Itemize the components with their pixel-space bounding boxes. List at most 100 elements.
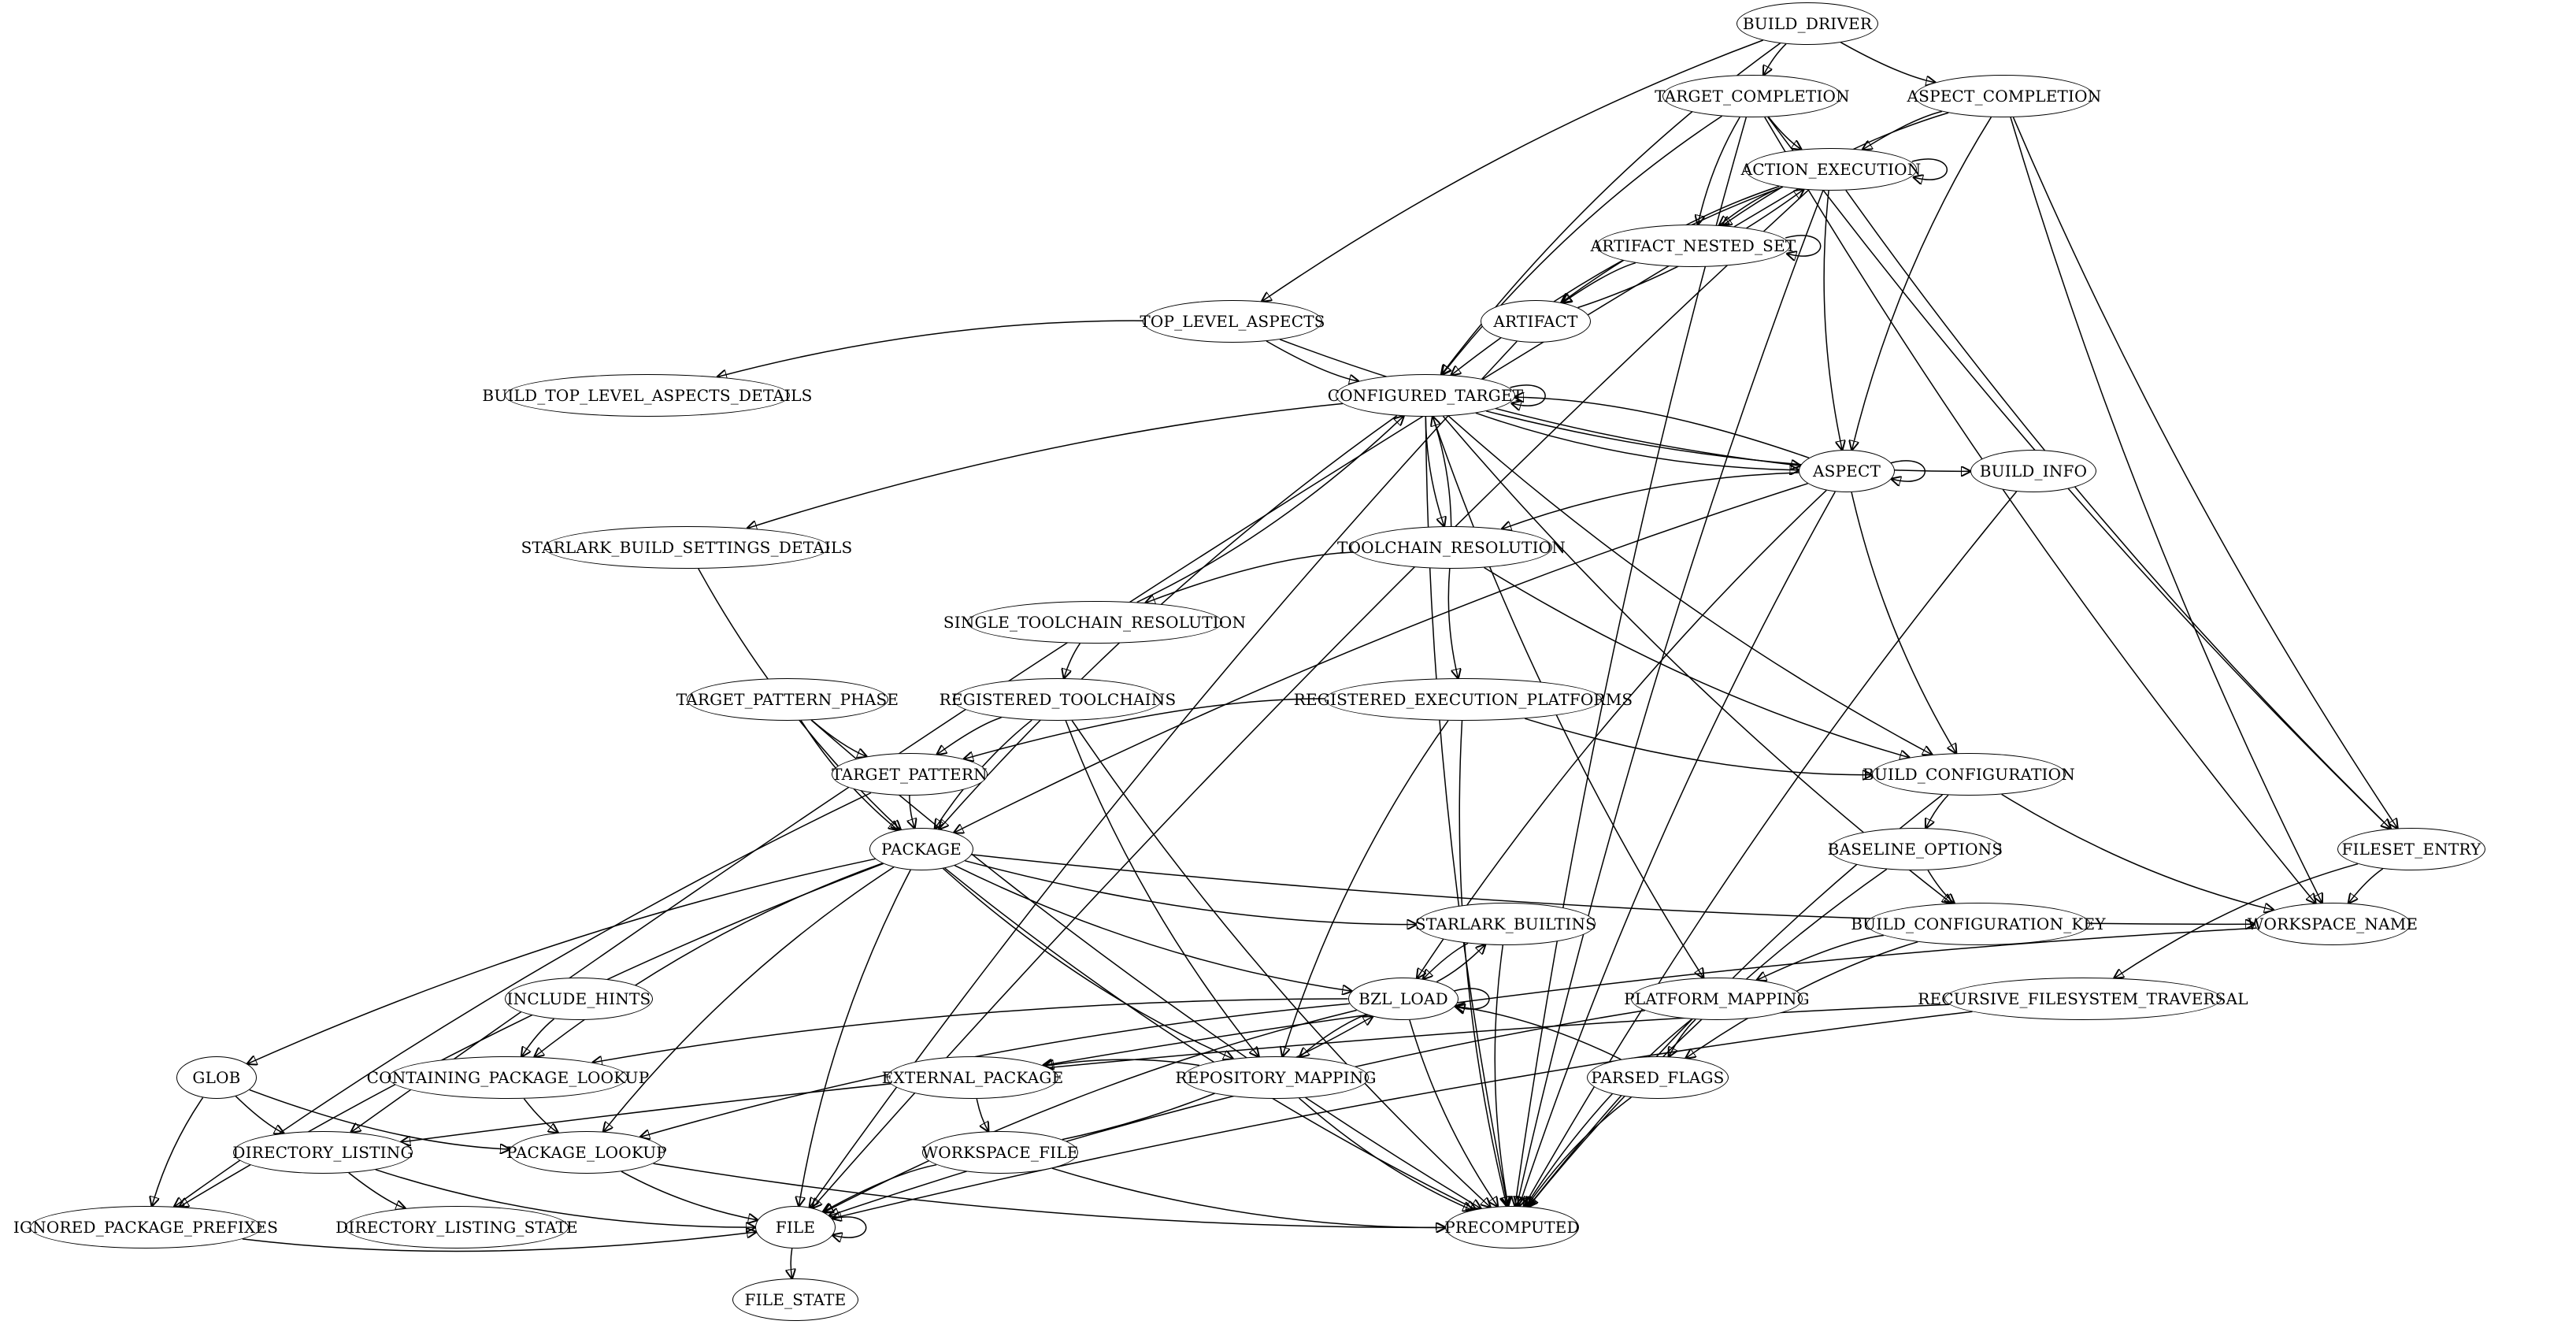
edge-package-to-precomputed	[944, 867, 1476, 1209]
edge-top-level-aspects-to-build-top-level-aspects-details	[717, 320, 1143, 377]
node-include-hints: INCLUDE_HINTS	[504, 978, 654, 1020]
edge-toolchain-resolution-to-single-toolchain-resolution	[1146, 551, 1354, 603]
node-file-state: FILE_STATE	[732, 1278, 858, 1321]
edge-fileset-entry-to-recursive-filesystem-traversal	[2115, 863, 2359, 978]
node-target-pattern: TARGET_PATTERN	[831, 753, 988, 796]
node-platform-mapping: PLATFORM_MAPPING	[1624, 978, 1810, 1020]
edge-starlark-builtins-to-bzl-load	[1423, 942, 1469, 979]
edge-glob-to-ignored-package-prefixes	[152, 1096, 204, 1206]
node-configured-target: CONFIGURED_TARGET	[1328, 374, 1523, 417]
edge-build-driver-to-target-completion	[1763, 43, 1787, 75]
edge-package-to-glob	[247, 858, 876, 1063]
edge-package-to-bzl-load	[954, 865, 1351, 992]
edge-aspect-to-build-configuration	[1851, 492, 1956, 753]
edge-parsed-flags-to-bzl-load	[1455, 1006, 1622, 1060]
edge-package-lookup-to-file	[621, 1171, 758, 1220]
edge-toolchain-resolution-to-configured-target	[1433, 417, 1452, 527]
node-workspace-name: WORKSPACE_NAME	[2248, 903, 2418, 945]
edge-package-to-starlark-builtins	[964, 859, 1416, 925]
edge-external-package-to-workspace-file	[976, 1098, 988, 1131]
edge-target-completion-to-workspace-name	[1764, 117, 2316, 903]
edge-aspect-completion-to-aspect	[1852, 117, 1992, 451]
edge-top-level-aspects-to-aspect	[1280, 339, 1800, 466]
edge-registered-toolchains-to-precomputed	[1071, 720, 1490, 1208]
edge-single-toolchain-resolution-to-registered-toolchains	[1064, 643, 1081, 678]
edge-action-execution-to-aspect	[1823, 190, 1842, 450]
edge-glob-to-package-lookup	[249, 1089, 510, 1149]
edge-recursive-filesystem-traversal-to-file	[832, 1011, 1973, 1219]
node-single-toolchain-resolution: SINGLE_TOOLCHAIN_RESOLUTION	[943, 601, 1246, 644]
edge-build-info-to-precomputed	[1524, 491, 2018, 1206]
edge-package-to-file	[799, 870, 911, 1206]
edge-aspect-to-aspect	[1890, 460, 1926, 481]
node-package-lookup: PACKAGE_LOOKUP	[506, 1131, 667, 1174]
edge-glob-to-directory-listing	[235, 1096, 284, 1133]
node-aspect-completion: ASPECT_COMPLETION	[1907, 75, 2101, 117]
node-build-driver: BUILD_DRIVER	[1736, 2, 1878, 45]
edge-toolchain-resolution-to-build-configuration	[1484, 566, 1910, 758]
node-recursive-filesystem-traversal: RECURSIVE_FILESYSTEM_TRAVERSAL	[1918, 978, 2248, 1020]
edge-containing-package-lookup-to-package-lookup	[523, 1098, 558, 1133]
node-bzl-load: BZL_LOAD	[1347, 978, 1459, 1020]
node-directory-listing-state: DIRECTORY_LISTING_STATE	[335, 1206, 578, 1249]
node-top-level-aspects: TOP_LEVEL_ASPECTS	[1140, 300, 1325, 343]
edge-workspace-file-to-file	[823, 1163, 937, 1212]
edge-package-lookup-to-precomputed	[653, 1163, 1446, 1227]
edge-starlark-builtins-to-precomputed	[1494, 944, 1508, 1206]
node-target-pattern-phase: TARGET_PATTERN_PHASE	[676, 678, 899, 721]
node-build-top-level-aspects-details: BUILD_TOP_LEVEL_ASPECTS_DETAILS	[482, 374, 812, 417]
node-file: FILE	[754, 1206, 836, 1249]
edge-build-driver-to-top-level-aspects	[1262, 39, 1763, 302]
edge-bzl-load-to-containing-package-lookup	[593, 998, 1348, 1063]
edge-build-driver-to-aspect-completion	[1840, 42, 1935, 83]
node-containing-package-lookup: CONTAINING_PACKAGE_LOOKUP	[367, 1056, 649, 1099]
edge-build-configuration-to-workspace-name	[2001, 793, 2274, 910]
edge-action-execution-to-precomputed	[1517, 190, 1824, 1206]
node-aspect: ASPECT	[1799, 450, 1895, 492]
node-action-execution: ACTION_EXECUTION	[1741, 148, 1921, 191]
edge-registered-toolchains-to-target-pattern	[937, 717, 1002, 755]
edge-bzl-load-to-starlark-builtins	[1436, 944, 1485, 983]
node-directory-listing: DIRECTORY_LISTING	[232, 1131, 413, 1174]
node-artifact-nested-set: ARTIFACT_NESTED_SET	[1591, 224, 1796, 267]
edge-configured-target-to-configured-target	[1510, 384, 1546, 406]
edge-target-pattern-to-package	[910, 795, 914, 828]
node-external-package: EXTERNAL_PACKAGE	[882, 1056, 1063, 1099]
edge-registered-execution-platforms-to-repository-mapping	[1282, 720, 1449, 1056]
edge-file-to-file-state	[791, 1248, 792, 1278]
edge-workspace-name-to-external-package	[1043, 927, 2256, 1065]
edge-platform-mapping-to-precomputed	[1525, 1018, 1692, 1207]
edge-fileset-entry-to-workspace-name	[2348, 868, 2384, 903]
node-toolchain-resolution: TOOLCHAIN_RESOLUTION	[1337, 526, 1566, 569]
edge-workspace-file-to-precomputed	[1051, 1167, 1445, 1227]
edge-directory-listing-to-directory-listing-state	[348, 1172, 406, 1208]
edge-target-completion-to-artifact-nested-set	[1698, 117, 1740, 224]
node-starlark-build-settings-details: STARLARK_BUILD_SETTINGS_DETAILS	[521, 526, 852, 569]
edge-aspect-to-bzl-load	[1417, 489, 1827, 978]
node-artifact: ARTIFACT	[1480, 300, 1592, 343]
edge-artifact-nested-set-to-artifact-nested-set	[1785, 235, 1822, 256]
edge-aspect-to-precomputed	[1519, 491, 1836, 1206]
edge-package-to-containing-package-lookup	[535, 863, 883, 1057]
node-fileset-entry: FILESET_ENTRY	[2337, 828, 2486, 870]
node-target-completion: TARGET_COMPLETION	[1655, 75, 1850, 117]
edge-build-configuration-key-to-platform-mapping	[1757, 934, 1884, 981]
edge-file-to-file	[831, 1216, 867, 1237]
edge-platform-mapping-to-file	[829, 1009, 1645, 1216]
edge-aspect-to-configured-target	[1514, 397, 1810, 459]
edge-target-pattern-phase-to-target-pattern	[811, 719, 867, 756]
edge-configured-target-to-build-configuration	[1447, 415, 1932, 755]
node-glob: GLOB	[176, 1056, 258, 1099]
edge-directory-listing-to-file	[375, 1169, 755, 1227]
node-precomputed: PRECOMPUTED	[1444, 1206, 1580, 1249]
node-repository-mapping: REPOSITORY_MAPPING	[1175, 1056, 1376, 1099]
edge-baseline-options-to-precomputed	[1529, 868, 1888, 1207]
edge-repository-mapping-to-external-package	[1044, 1059, 1200, 1066]
node-build-info: BUILD_INFO	[1970, 450, 2096, 492]
node-package: PACKAGE	[869, 828, 973, 870]
edge-action-execution-to-action-execution	[1912, 158, 1948, 180]
edge-registered-toolchains-to-repository-mapping	[1065, 720, 1258, 1057]
edge-action-execution-to-file	[813, 189, 1810, 1208]
edge-configured-target-to-build-info	[1485, 410, 1970, 472]
